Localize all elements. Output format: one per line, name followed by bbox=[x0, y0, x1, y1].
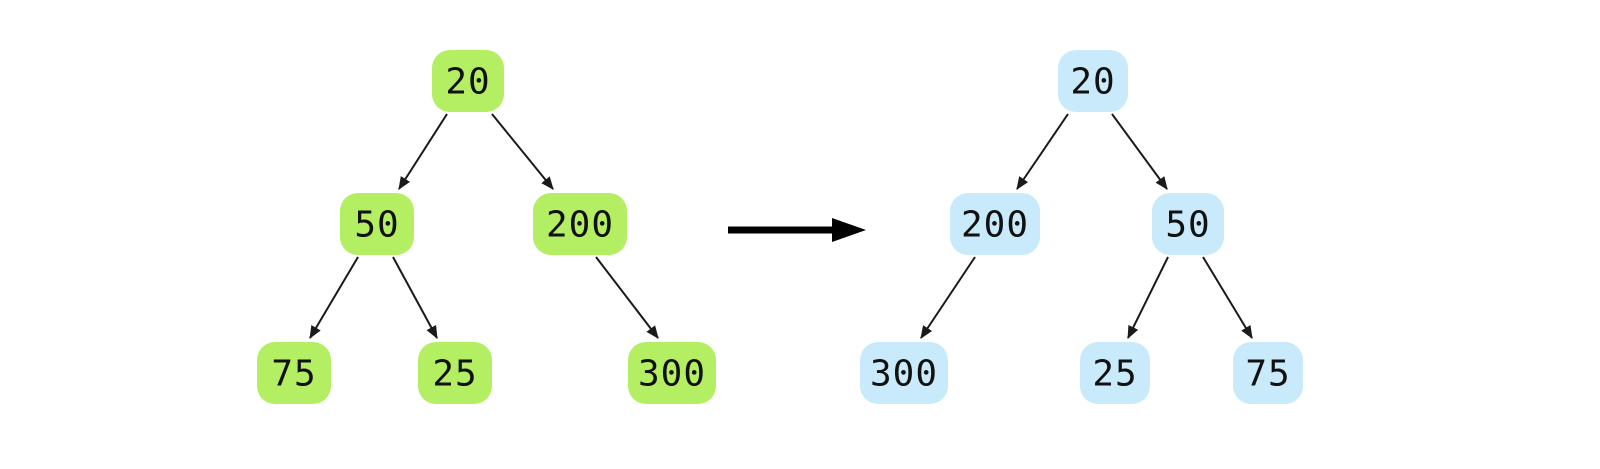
tree-node: 25 bbox=[418, 342, 492, 404]
node-box bbox=[418, 342, 492, 404]
node-value: 200 bbox=[961, 205, 1029, 246]
tree-node: 300 bbox=[860, 342, 948, 404]
node-box bbox=[340, 193, 414, 255]
node-value: 300 bbox=[638, 354, 706, 395]
tree-node-root: 20 bbox=[432, 50, 504, 112]
node-box bbox=[628, 342, 716, 404]
edge-20-to-200 bbox=[1016, 113, 1069, 190]
node-value: 200 bbox=[546, 205, 614, 246]
tree-node: 75 bbox=[257, 342, 331, 404]
node-box bbox=[1233, 342, 1303, 404]
tree-node-root: 20 bbox=[1058, 50, 1128, 112]
node-value: 50 bbox=[354, 205, 399, 246]
node-box bbox=[432, 50, 504, 112]
tree-node: 25 bbox=[1080, 342, 1150, 404]
node-value: 75 bbox=[271, 354, 316, 395]
node-box bbox=[533, 193, 627, 255]
node-value: 20 bbox=[445, 62, 490, 103]
tree-after: 20 200 50 300 25 75 bbox=[860, 50, 1303, 404]
edge-20-to-200 bbox=[491, 113, 554, 190]
tree-before: 20 50 200 75 25 300 bbox=[257, 50, 716, 404]
edge-200-to-300 bbox=[595, 256, 659, 339]
node-box bbox=[1058, 50, 1128, 112]
node-box bbox=[950, 193, 1040, 255]
edge-50-to-25 bbox=[392, 256, 438, 339]
node-value: 25 bbox=[1092, 354, 1137, 395]
tree-node: 200 bbox=[950, 193, 1040, 255]
tree-node: 300 bbox=[628, 342, 716, 404]
node-value: 25 bbox=[432, 354, 477, 395]
edge-50-to-75 bbox=[309, 256, 359, 339]
edge-200-to-300 bbox=[920, 256, 976, 339]
node-box bbox=[860, 342, 948, 404]
node-value: 50 bbox=[1165, 205, 1210, 246]
node-value: 20 bbox=[1070, 62, 1115, 103]
node-value: 75 bbox=[1245, 354, 1290, 395]
node-value: 300 bbox=[870, 354, 938, 395]
transform-right-arrow-icon bbox=[728, 218, 866, 242]
tree-node: 75 bbox=[1233, 342, 1303, 404]
edge-50-to-75 bbox=[1202, 256, 1253, 339]
edge-50-to-25 bbox=[1127, 256, 1169, 339]
arrow-head bbox=[832, 218, 866, 242]
tree-node: 200 bbox=[533, 193, 627, 255]
node-box bbox=[1152, 193, 1224, 255]
node-box bbox=[1080, 342, 1150, 404]
edge-20-to-50 bbox=[1111, 113, 1168, 190]
node-box bbox=[257, 342, 331, 404]
tree-node: 50 bbox=[1152, 193, 1224, 255]
tree-node: 50 bbox=[340, 193, 414, 255]
edge-20-to-50 bbox=[398, 113, 448, 190]
